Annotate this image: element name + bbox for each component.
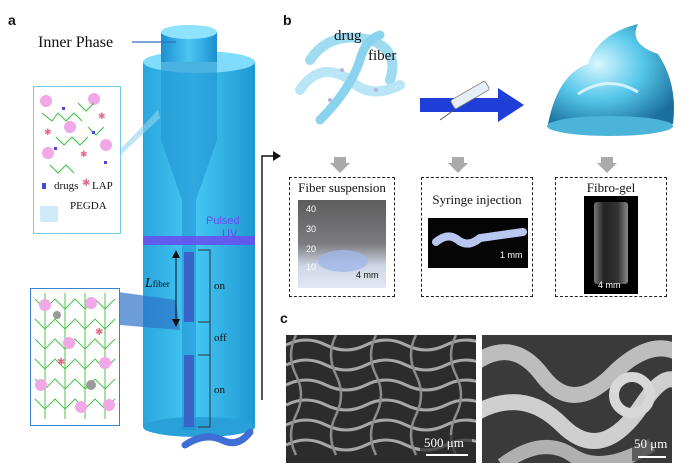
syringe-injection-title: Syringe injection [432,192,522,207]
fiber-illustration [295,30,405,125]
svg-text:✱: ✱ [57,357,65,368]
svg-text:✱: ✱ [98,111,106,121]
fiber-segment-1 [184,252,194,322]
fibro-gel-scale: 4 mm [598,280,621,290]
sem-right-scale: 50 μm [634,436,668,451]
crosslinked-inset: ✱ ✱ [30,288,120,426]
on-label-bottom: on [214,384,225,396]
sem-texture-low [286,335,476,463]
uv-band [143,236,255,245]
legend-pegda: PEGDA [70,200,107,212]
syringe-injection-photo: 1 mm [428,218,528,268]
fiber-suspension-box: Fiber suspension 40 30 20 10 4 mm [289,177,395,297]
sem-image-low-mag: 500 μm [286,335,476,463]
inner-funnel [161,62,217,430]
down-arrow-3 [597,157,617,173]
prepolymer-inset: ✱ ✱ ✱ drugs ✱ LAP PEGDA [33,86,121,234]
syringe-injection-scale: 1 mm [500,250,523,260]
fibro-gel-box: Fibro-gel 4 mm [555,177,667,297]
fibro-gel-photo: 4 mm [584,196,638,294]
on-label-top: on [214,280,225,292]
extruded-fiber [181,428,254,449]
svg-text:✱: ✱ [44,127,52,137]
off-label: off [214,332,227,344]
panel-a-label: a [8,12,16,28]
legend-lap: LAP [92,180,113,192]
lap-icon: ✱ [82,178,91,189]
crosslinked-network: ✱ ✱ [34,293,116,419]
prepolymer-molecules: ✱ ✱ ✱ [40,93,112,222]
inner-phase-label: Inner Phase [38,34,114,51]
fiber-suspension-photo: 40 30 20 10 4 mm [298,200,386,288]
svg-text:✱: ✱ [95,327,103,338]
tick-40: 40 [306,204,317,214]
syringe-injection-box: Syringe injection 1 mm [421,177,533,297]
l-fiber-label: Lfiber [145,276,170,291]
legend-drugs: drugs [54,180,79,192]
syringe-arrow [420,81,524,122]
pulsed-label: Pulsed [206,215,240,227]
svg-text:✱: ✱ [80,149,88,159]
fiber-label: fiber [368,48,397,64]
microfluidic-device-schematic [110,25,281,449]
panel-b-label: b [283,12,292,28]
sem-image-high-mag: 50 μm [482,335,672,463]
sem-left-scale: 500 μm [424,435,464,450]
fiber-suspension-title: Fiber suspension [298,180,386,195]
down-arrow-1 [330,157,350,173]
down-arrow-2 [448,157,468,173]
fibro-gel-illustration [547,24,674,136]
drug-label: drug [334,28,362,44]
uv-label: UV [222,228,238,240]
fiber-segment-2 [184,355,194,427]
fibro-gel-title: Fibro-gel [586,180,636,195]
tick-10: 10 [306,262,317,272]
fiber-suspension-scale: 4 mm [356,270,379,280]
sem-texture-high [482,335,672,463]
panel-c-label: c [280,310,288,326]
tick-30: 30 [306,224,317,234]
tick-20: 20 [306,244,317,254]
